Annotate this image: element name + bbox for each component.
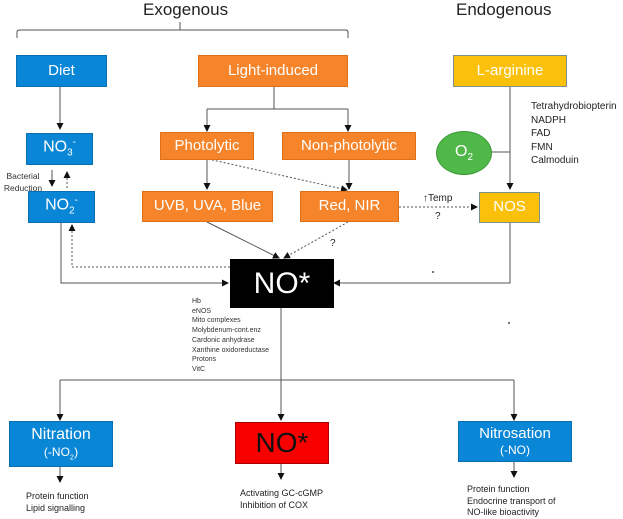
node-uvb-uva-blue: UVB, UVA, Blue (142, 191, 273, 222)
nitration-title: Nitration (31, 426, 91, 444)
o2-base: O (455, 142, 468, 160)
cofactor-item: NADPH (531, 114, 567, 126)
node-l-arginine: L-arginine (453, 55, 567, 87)
nitrosation-effect-item: NO-like bioactivity (467, 507, 540, 517)
label-red-question: ? (330, 238, 336, 249)
label-temp: ↑Temp (423, 193, 453, 204)
label-bacterial-reduction: Bacterial Reduction (3, 171, 43, 194)
cofactor-item: FMN (531, 141, 553, 153)
node-o2: O2 (436, 131, 492, 175)
no-source-item: Protons (192, 356, 217, 364)
no-effect-item: Inhibition of COX (240, 500, 309, 510)
no-source-item: Xanthine oxidoreductase (192, 346, 270, 354)
nitration-subtitle: (-NO2) (43, 445, 79, 462)
arrow-no2-no (60, 222, 229, 287)
heading-endogenous: Endogenous (456, 0, 552, 19)
no-effect-item: Activating GC-cGMP (240, 488, 324, 498)
no-source-item: Molybdenum-cont.enz (192, 327, 261, 335)
node-no2: NO2- (28, 191, 95, 223)
node-non-photolytic: Non-photolytic (282, 132, 416, 160)
node-nos: NOS (479, 192, 540, 223)
cofactor-item: Tetrahydrobiopterin (531, 101, 617, 112)
node-no-star-bottom: NO* (235, 422, 329, 464)
o2-subscript: 2 (467, 152, 473, 164)
no3-base: NO (43, 138, 68, 156)
nitration-sub-sub: 2 (69, 452, 75, 462)
node-no-star-center: NO* (230, 259, 334, 308)
nitrosation-effect-item: Endocrine transport of (467, 495, 556, 506)
cofactor-item: Calmoduin (531, 155, 579, 166)
nitration-effect-item: Protein function (26, 491, 89, 501)
nitrosation-subtitle: (-NO) (500, 443, 530, 458)
no-source-item: VitC (192, 365, 206, 373)
node-red-nir: Red, NIR (300, 191, 399, 222)
label-temp-question: ? (435, 211, 441, 222)
no-effects: Activating GC-cGMP Inhibition of COX (240, 487, 323, 511)
node-photolytic: Photolytic (160, 132, 254, 160)
node-nitrosation: Nitrosation (-NO) (458, 421, 572, 462)
exogenous-bracket (16, 22, 349, 38)
no3-superscript: - (72, 137, 76, 149)
no-source-item: Mito complexes (192, 317, 241, 325)
no-source-item: Hb (192, 298, 201, 305)
no2-subscript: 2 (69, 205, 75, 217)
cofactor-item: FAD (531, 128, 551, 139)
nitrosation-title: Nitrosation (479, 424, 551, 442)
reduction-line: Reduction (3, 182, 43, 193)
no-source-item: eNOS (192, 307, 212, 315)
node-diet: Diet (16, 55, 107, 87)
node-nitration: Nitration (-NO2) (9, 421, 113, 467)
arrow-nos-no (333, 222, 511, 287)
no-source-item: Cardonic anhydrase (192, 336, 255, 344)
nitrosation-effects: Protein function Endocrine transport of … (467, 484, 556, 519)
cofactor-list: Tetrahydrobiopterin NADPH FAD FMN Calmod… (531, 100, 617, 168)
no3-subscript: 3 (67, 147, 73, 159)
no2-base: NO (45, 196, 70, 214)
no-sources-list: Hb eNOS Mito complexes Molybdenum-cont.e… (192, 297, 269, 375)
arrow-uvb-no (206, 221, 280, 259)
bacterial-line: Bacterial (6, 171, 40, 181)
arrow-red-no-dashed (283, 221, 349, 259)
nitration-effect-item: Lipid signalling (26, 503, 86, 513)
nitration-sub-prefix: (-NO (43, 445, 70, 460)
node-no3: NO3- (26, 133, 93, 165)
nitration-effects: Protein function Lipid signalling (26, 490, 89, 514)
node-light-induced: Light-induced (198, 55, 348, 87)
light-split (207, 85, 341, 110)
arrow-no-no2-dashed (68, 224, 230, 268)
no2-superscript: - (74, 195, 78, 207)
arrow-photolytic-red-dashed (207, 158, 348, 193)
nitration-sub-suffix: ) (74, 445, 79, 460)
heading-exogenous: Exogenous (143, 0, 229, 19)
nitrosation-effect-item: Protein function (467, 484, 530, 494)
no-down-split (60, 308, 514, 381)
